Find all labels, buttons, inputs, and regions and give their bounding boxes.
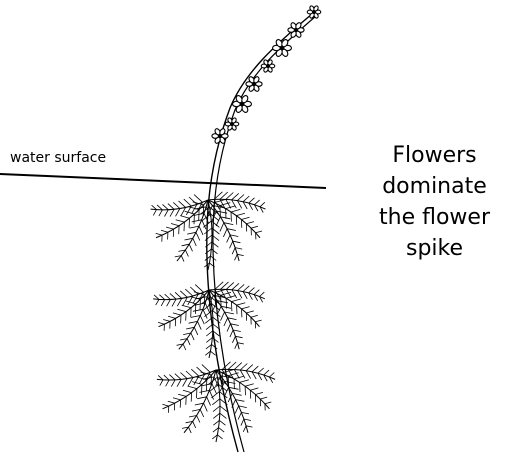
caption-text: Flowers dominate the flower spike: [352, 140, 513, 264]
water-surface-line: [0, 174, 326, 188]
water-surface-label: water surface: [10, 150, 106, 166]
flower: [212, 128, 228, 144]
flower: [261, 59, 275, 73]
caption-line-2: dominate: [352, 171, 513, 202]
leaf: [182, 370, 219, 433]
leaf: [177, 290, 212, 350]
caption-line-3: the flower: [352, 202, 513, 233]
caption-line-1: Flowers: [352, 140, 513, 171]
whorl: [157, 362, 275, 442]
flower: [288, 22, 304, 38]
caption-line-4: spike: [352, 233, 513, 264]
leaf: [157, 365, 216, 387]
flower: [307, 5, 321, 19]
flower: [225, 117, 239, 131]
leaf: [151, 195, 208, 217]
leaf: [175, 200, 211, 262]
flower: [273, 39, 292, 58]
